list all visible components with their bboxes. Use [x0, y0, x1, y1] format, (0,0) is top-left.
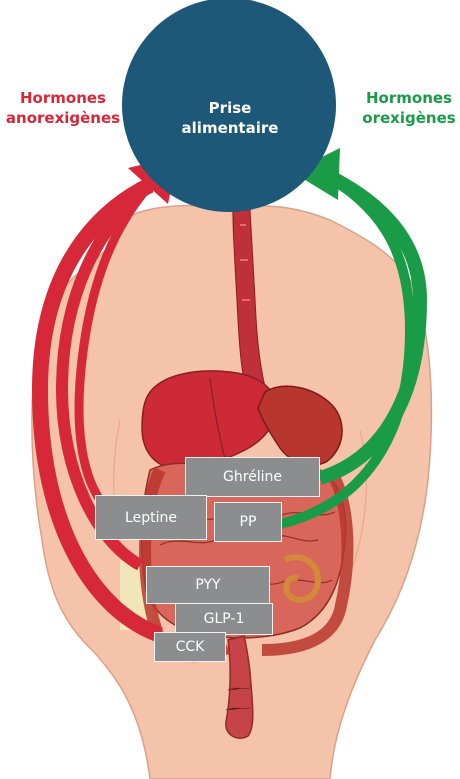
center-title: Prise alimentaire [140, 98, 320, 138]
hormone-box-cck: CCK [154, 632, 226, 662]
center-title-line1: Prise [140, 98, 320, 118]
orexigenic-label-line2: orexigènes [358, 108, 460, 128]
anorexigenic-label: Hormones anorexigènes [4, 88, 122, 128]
orexigenic-label-line1: Hormones [358, 88, 460, 108]
hormone-box-ghreline: Ghréline [185, 457, 320, 497]
center-title-line2: alimentaire [140, 118, 320, 138]
orexigenic-label: Hormones orexigènes [358, 88, 460, 128]
anorexigenic-label-line2: anorexigènes [4, 108, 122, 128]
hormone-box-pyy: PYY [146, 566, 270, 604]
hormone-box-glp1: GLP-1 [175, 603, 273, 635]
hormone-box-leptine: Leptine [95, 495, 207, 540]
hormone-box-pp: PP [214, 502, 282, 542]
anorexigenic-label-line1: Hormones [4, 88, 122, 108]
